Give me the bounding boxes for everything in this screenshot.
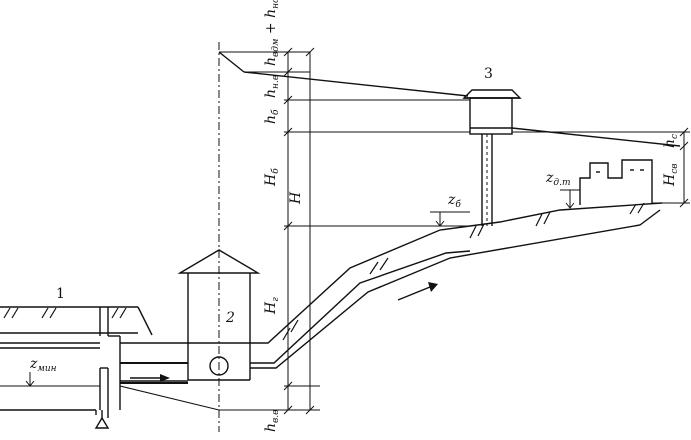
tower-number: 3: [484, 66, 493, 82]
label-h-vv: hв.в: [263, 410, 281, 432]
pump-circle: [209, 356, 229, 376]
label-h-s: hс: [662, 134, 680, 148]
dimension-stack-left: [283, 47, 293, 415]
source-number: 1: [56, 286, 65, 302]
label-h-b: hб: [263, 109, 281, 124]
dimension-H: [305, 47, 315, 415]
grade-line-network: [511, 127, 681, 147]
pump-station: [177, 249, 261, 381]
svg-text:zб: zб: [447, 192, 461, 210]
water-source: [0, 306, 153, 429]
grade-line-start: [218, 51, 245, 73]
label-h-vdm-hns: hвдм + hнс: [263, 0, 281, 66]
z-dt-label: zд.т: [545, 170, 580, 209]
label-H: H: [288, 191, 304, 205]
flow-arrow-suction: [130, 374, 170, 382]
label-H-g: Hг: [263, 297, 281, 315]
z-min-label: zмин: [25, 356, 57, 387]
suction-pipe: [119, 342, 220, 411]
label-h-nv: hн.в: [263, 75, 281, 98]
svg-text:zд.т: zд.т: [545, 170, 571, 188]
label-H-sv: Hсв: [662, 164, 680, 188]
pressure-main: [250, 202, 663, 369]
grade-line-to-tower: [243, 71, 469, 97]
z-b-label: zб: [430, 192, 470, 227]
buildings: [579, 159, 653, 205]
flow-arrow-pressure: [397, 282, 438, 301]
svg-text:zмин: zмин: [29, 356, 57, 374]
pump-station-number: 2: [225, 310, 235, 326]
water-tower: [462, 89, 522, 226]
label-H-b: Hб: [263, 168, 281, 187]
dimension-stack-right: [679, 127, 689, 208]
